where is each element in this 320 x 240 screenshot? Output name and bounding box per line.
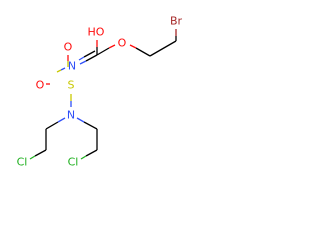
bond-c5-cl1 xyxy=(34,149,47,157)
bond-c3-n1-a2 xyxy=(79,60,87,65)
bond-c7-cl2-b xyxy=(80,155,87,160)
bond-n2-c4 xyxy=(57,117,66,123)
bond-n1-s xyxy=(60,67,66,71)
bond-c3-n1-a xyxy=(85,54,98,62)
bond-o-c3 xyxy=(108,44,116,49)
atom-labels: Br O HO O S N O N Cl Cl xyxy=(17,15,183,169)
atom-o-s1: O xyxy=(64,41,73,54)
bond-c7-cl2 xyxy=(85,149,98,157)
atom-cl-right: Cl xyxy=(68,156,79,169)
atom-br: Br xyxy=(170,15,183,28)
bond-c3-n1-b xyxy=(83,50,96,58)
bond-c3-n1-b2 xyxy=(78,56,85,61)
atom-s: S xyxy=(68,79,75,92)
atom-cl-left: Cl xyxy=(17,156,28,169)
bond-n1-s-b xyxy=(56,69,62,73)
atom-o-s2: O xyxy=(36,79,45,92)
structure-diagram: Br O HO O S N O N Cl Cl xyxy=(17,15,183,169)
atom-n-amine: N xyxy=(67,109,75,122)
bonds xyxy=(29,29,177,160)
bond-c5-cl1-b xyxy=(29,155,36,160)
bond-c2-o xyxy=(135,47,151,57)
atom-o-ester: O xyxy=(118,37,127,50)
atom-n-imine: N xyxy=(68,60,76,73)
bond-n2-c6-b xyxy=(83,121,98,130)
bond-n2-c6 xyxy=(76,117,85,123)
bond-c2-o-b xyxy=(129,44,137,49)
bond-n2-c4-b xyxy=(45,121,59,130)
bond-c1-c2 xyxy=(149,40,177,57)
molecule-canvas: Br O HO O S N O N Cl Cl xyxy=(0,0,207,182)
bond-o-c3-b xyxy=(96,47,110,56)
atom-oh: HO xyxy=(88,26,105,39)
